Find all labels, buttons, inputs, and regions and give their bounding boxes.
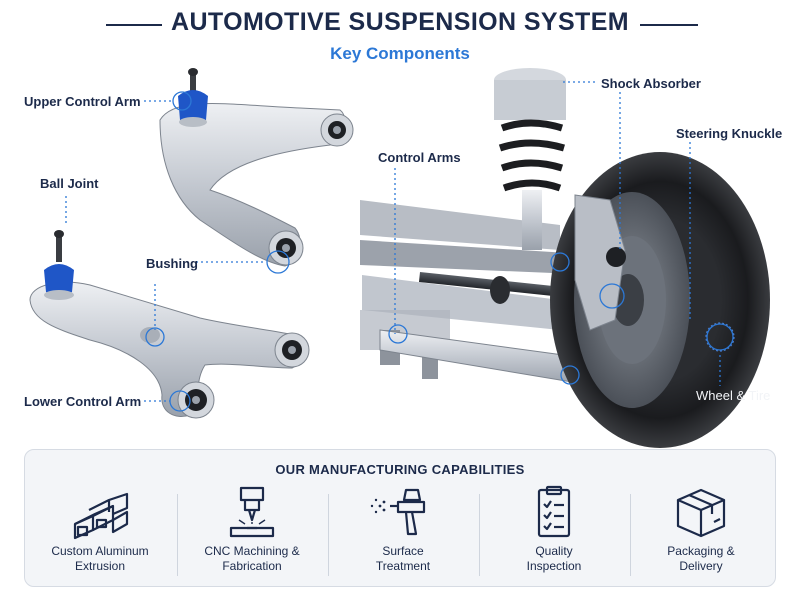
capability-label-line2: Fabrication [222,559,282,573]
capability-label-line2: Inspection [526,559,582,573]
lower-control-arm [29,281,310,419]
target-markers [145,91,734,412]
upper-ball-joint [178,68,208,127]
title-rule-right [640,24,698,26]
capability-label-line1: CNC Machining & [204,544,300,558]
capability-label-line2: Extrusion [74,559,126,573]
label-lower-control-arm: Lower Control Arm [24,394,142,409]
label-bushing: Bushing [146,256,198,271]
aluminum-extrusion-icon [73,492,129,540]
title-rule-left [106,24,162,26]
cnc-machine-icon [229,486,275,538]
capability-quality-inspection: Quality Inspection [479,484,629,584]
capability-cnc-machining: CNC Machining & Fabrication [177,484,327,584]
page-subtitle: Key Components [330,44,470,63]
spray-gun-icon [370,488,426,536]
divider [479,494,480,576]
lower-ball-joint [44,230,74,300]
suspension-illustration [29,68,770,448]
capability-label-line1: Quality [535,544,573,558]
capability-label-line1: Surface [382,544,424,558]
divider [630,494,631,576]
label-upper-control-arm: Upper Control Arm [24,94,141,109]
capability-packaging-delivery: Packaging & Delivery [626,484,776,584]
upper-control-arm [159,103,354,267]
divider [177,494,178,576]
leader-lines [65,81,721,402]
capability-aluminum-extrusion: Custom Aluminum Extrusion [25,484,175,584]
clipboard-checklist-icon [537,485,571,538]
label-steering-knuckle: Steering Knuckle [676,126,783,141]
capability-surface-treatment: Surface Treatment [328,484,478,584]
suspension-assembly [360,68,770,448]
capability-label-line1: Custom Aluminum [51,544,149,558]
capabilities-panel: OUR MANUFACTURING CAPABILITIES Custom Al… [24,449,776,587]
page-title: AUTOMOTIVE SUSPENSION SYSTEM [170,8,630,36]
capability-label-line2: Delivery [679,559,723,573]
divider [328,494,329,576]
package-box-icon [676,488,726,538]
capabilities-title: OUR MANUFACTURING CAPABILITIES [275,462,525,477]
label-control-arms: Control Arms [378,150,461,165]
label-shock-absorber: Shock Absorber [601,76,701,91]
capability-label-line2: Treatment [375,559,431,573]
label-wheel-tire: Wheel & Tire [696,388,771,403]
capability-label-line1: Packaging & [667,544,735,558]
label-ball-joint: Ball Joint [40,176,99,191]
